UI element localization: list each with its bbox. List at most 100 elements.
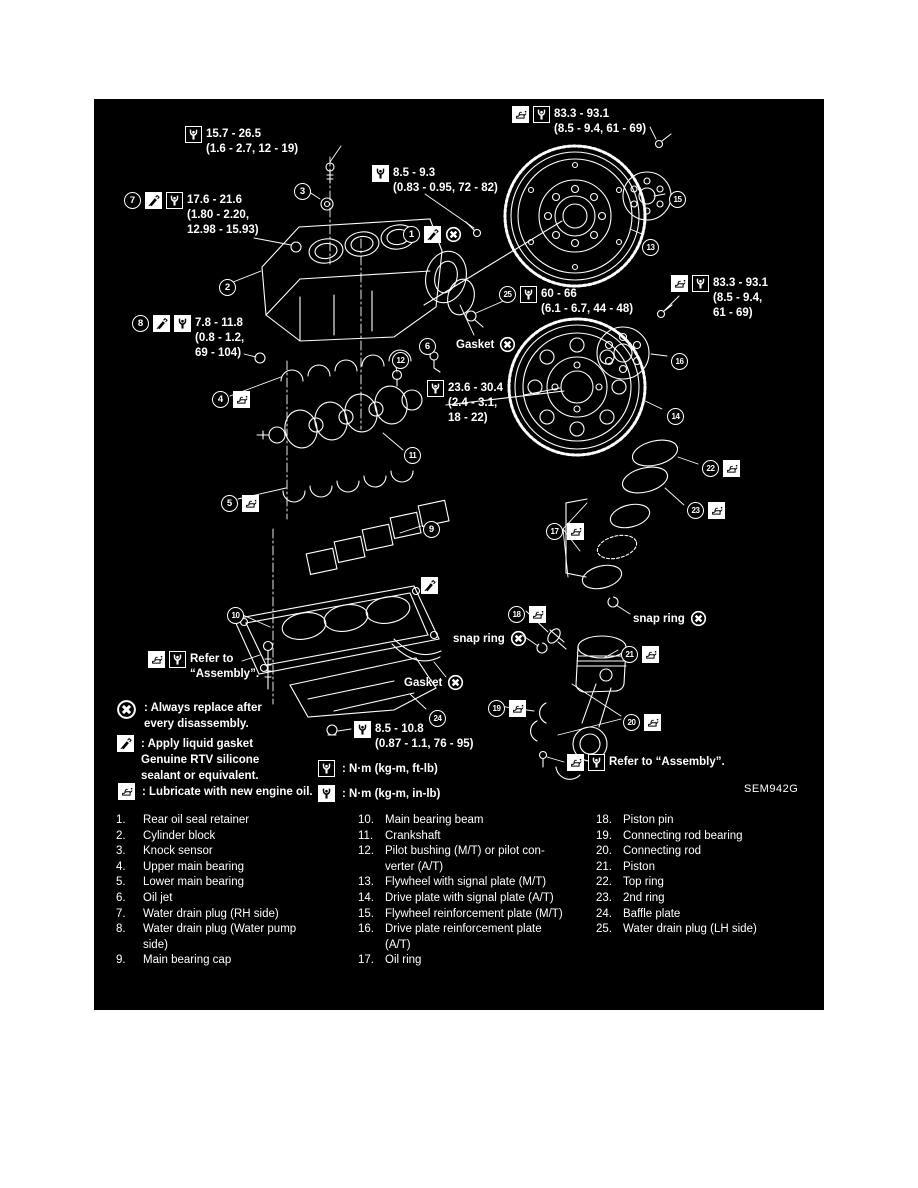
- part-number-badge-13: 13: [642, 239, 659, 256]
- part-name: Pilot bushing (M/T) or pilot con- verter…: [385, 845, 545, 873]
- part-callout-4: 4: [212, 391, 250, 408]
- part-name: Drive plate with signal plate (A/T): [385, 891, 554, 904]
- replace-icon: [690, 610, 707, 627]
- part-name: Cylinder block: [143, 829, 216, 842]
- leader-lines: [227, 126, 699, 763]
- callout-text: 8.5 - 10.8 (0.87 - 1.1, 76 - 95): [375, 723, 474, 750]
- engine-oil-icon: [723, 460, 740, 477]
- torque-inlb-wrench-icon: [318, 785, 335, 802]
- part-callout-6: 6: [419, 338, 436, 355]
- part-number: 19.: [596, 829, 612, 842]
- label-gasket-bottom: Gasket: [404, 674, 464, 691]
- callout-text: 8.5 - 9.3 (0.83 - 0.95, 72 - 82): [393, 167, 498, 194]
- part-number-badge-21: 21: [621, 646, 638, 663]
- part-name: Piston pin: [623, 814, 674, 826]
- callout-t-knock-sensor: 15.7 - 26.5 (1.6 - 2.7, 12 - 19): [185, 126, 298, 157]
- replace-icon: [510, 630, 527, 647]
- engine-oil-icon: [118, 783, 135, 800]
- parts-list-item: 18.Piston pin: [596, 813, 821, 829]
- part-number: 10.: [358, 814, 374, 826]
- figure-code: SEM942G: [744, 783, 799, 795]
- callout-t-flywheel: 83.3 - 93.1 (8.5 - 9.4, 61 - 69): [512, 106, 646, 137]
- parts-list-item: 10.Main bearing beam: [358, 813, 596, 829]
- part-number: 24.: [596, 907, 612, 920]
- parts-list-item: 3.Knock sensor: [116, 844, 346, 860]
- callout-ref-left: Refer to “Assembly”.: [148, 651, 259, 682]
- engine-oil-icon: [148, 651, 165, 668]
- water-drain-plug-wp-art: [254, 352, 266, 364]
- legend-liquid-gasket-text: : Apply liquid gasket Genuine RTV silico…: [141, 738, 260, 782]
- part-number: 7.: [116, 907, 126, 920]
- part-number: 5.: [116, 876, 126, 889]
- part-callout-21: 21: [621, 646, 659, 663]
- part-callout-2: 2: [219, 279, 236, 296]
- part-number-badge-16: 16: [671, 353, 688, 370]
- part-number: 9.: [116, 954, 126, 967]
- part-number-badge-20: 20: [623, 714, 640, 731]
- legend-liquid-gasket: : Apply liquid gasket Genuine RTV silico…: [117, 735, 259, 784]
- part-name: Rear oil seal retainer: [143, 814, 250, 826]
- engine-oil-icon: [233, 391, 250, 408]
- part-name: Knock sensor: [143, 845, 213, 858]
- part-name: Upper main bearing: [143, 860, 245, 873]
- label-snap-ring-right: snap ring: [633, 610, 707, 627]
- parts-list-item: 15.Flywheel reinforcement plate (M/T): [358, 907, 596, 923]
- flywheel-art: [503, 144, 647, 288]
- parts-list-item: 20.Connecting rod: [596, 844, 821, 860]
- parts-list-item: 13.Flywheel with signal plate (M/T): [358, 875, 596, 891]
- legend-lubricate: : Lubricate with new engine oil.: [118, 783, 313, 800]
- legend-torque-ftlb: : N·m (kg-m, ft-lb): [318, 760, 438, 777]
- part-name: Flywheel with signal plate (M/T): [385, 876, 547, 889]
- part-number-badge-12: 12: [392, 352, 409, 369]
- parts-list-item: 19. Connecting rod bearing: [596, 829, 821, 845]
- engine-oil-icon: [567, 523, 584, 540]
- torque-ftlb-wrench-icon: [520, 286, 537, 303]
- piston-art: [536, 596, 627, 693]
- part-callout-5: 5: [221, 495, 259, 512]
- part-callout-23: 23: [687, 502, 725, 519]
- parts-list-item: 6.Oil jet: [116, 891, 346, 907]
- torque-ftlb-wrench-icon: [427, 380, 444, 397]
- replace-icon: [116, 699, 137, 720]
- flywheel-reinforcement-plate-art: [622, 133, 672, 221]
- label-text: snap ring: [633, 612, 685, 625]
- callout-ref-right: Refer to “Assembly”.: [567, 754, 725, 771]
- part-callout-13: 13: [642, 239, 659, 256]
- torque-ftlb-wrench-icon: [185, 126, 202, 143]
- part-name: Connecting rod bearing: [623, 829, 743, 842]
- part-name: Drive plate reinforcement plate (A/T): [385, 923, 542, 951]
- part-callout-12: 12: [392, 352, 409, 369]
- part-number-badge-23: 23: [687, 502, 704, 519]
- part-name: Oil ring: [385, 954, 422, 967]
- part-number-badge-8: 8: [132, 315, 149, 332]
- part-number: 8.: [116, 923, 126, 936]
- part-name: Lower main bearing: [143, 876, 245, 889]
- part-number-badge-7: 7: [124, 192, 141, 209]
- part-number-badge-5: 5: [221, 495, 238, 512]
- part-callout-14: 14: [667, 408, 684, 425]
- pilot-bushing-art: [391, 369, 403, 387]
- replace-icon: [499, 336, 516, 353]
- parts-list-item: 24.Baffle plate: [596, 907, 821, 923]
- engine-oil-icon: [708, 502, 725, 519]
- torque-inlb-wrench-icon: [174, 315, 191, 332]
- part-number-badge-22: 22: [702, 460, 719, 477]
- parts-list-item: 4. Upper main bearing: [116, 860, 346, 876]
- part-number: 11.: [358, 829, 374, 842]
- part-name: Top ring: [623, 876, 664, 889]
- engine-oil-icon: [644, 714, 661, 731]
- callout-t-oiljet: 23.6 - 30.4 (2.4 - 3.1, 18 - 22): [427, 380, 503, 426]
- torque-ftlb-wrench-icon: [692, 275, 709, 292]
- legend-torque-inlb-text: : N·m (kg-m, in-lb): [342, 788, 441, 800]
- parts-list-item: 23.2nd ring: [596, 891, 821, 907]
- part-callout-1: 1: [403, 226, 462, 243]
- part-number: 17.: [358, 954, 374, 967]
- part-callout-24: 24: [429, 710, 446, 727]
- knock-sensor-art: [320, 162, 335, 211]
- torque-inlb-wrench-icon: [354, 721, 371, 738]
- part-number: 4.: [116, 860, 126, 873]
- callout-text: 83.3 - 93.1 (8.5 - 9.4, 61 - 69): [554, 108, 647, 135]
